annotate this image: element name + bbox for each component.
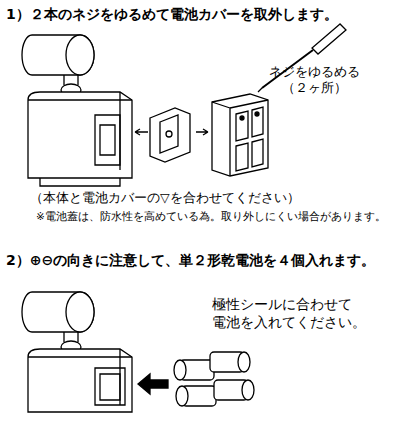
lamp-body-fig2 — [22, 292, 132, 412]
lamp-body-fig1 — [22, 35, 132, 186]
batteries — [174, 352, 254, 406]
footnote: ※電池蓋は、防水性を高めている為。取り外しにくい場合があります。 — [36, 210, 386, 223]
insert-arrow — [138, 374, 168, 394]
note: （本体と電池カバーの▽を合わせてください） — [30, 190, 300, 206]
step-heading: 2）⊕⊖の向きに注意して、単２形乾電池を４個入れます。 — [6, 252, 375, 270]
battery-cover — [212, 94, 268, 176]
callout-note: ネジをゆるめる （２ヶ所） — [262, 64, 367, 97]
step-heading: 1）２本のネジをゆるめて電池カバーを取外します。 — [6, 6, 338, 24]
cover-plate — [135, 108, 208, 162]
callout-note: 極性シールに合わせて 電池を入れてください。 — [212, 296, 377, 331]
